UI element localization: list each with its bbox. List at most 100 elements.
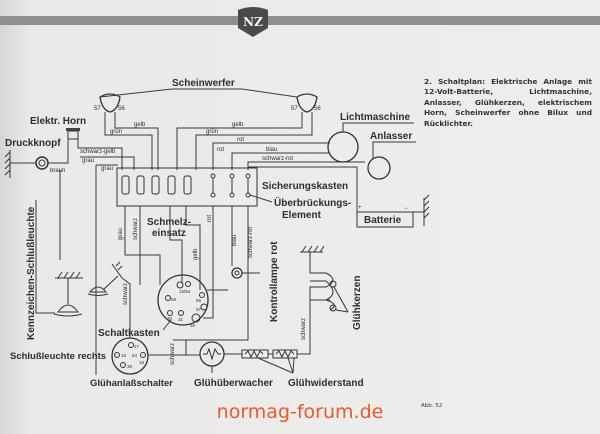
wire-gelb-lower bbox=[185, 206, 201, 290]
glow-monitor-icon bbox=[199, 341, 225, 373]
wire-gruen-right bbox=[195, 112, 313, 170]
wire-blau bbox=[231, 152, 330, 170]
starter-icon bbox=[367, 156, 391, 180]
plate-lamp-icon bbox=[53, 271, 83, 317]
wire-label-gruen: grün bbox=[110, 129, 122, 135]
caption-heading: 2. Schaltplan: bbox=[424, 77, 486, 86]
label-sicherungskasten: Sicherungskasten bbox=[262, 181, 348, 192]
wire-label-schwarz-rot: schwarz-rot bbox=[262, 156, 293, 162]
wire-label-schwarz-glow: schwarz bbox=[170, 343, 176, 365]
fuses bbox=[121, 173, 251, 198]
svg-text:NZ: NZ bbox=[243, 15, 263, 29]
label-kennzeichen: Kennzeichen-Schlußleuchte bbox=[26, 206, 37, 340]
svg-text:56: 56 bbox=[196, 298, 202, 303]
wire-horn bbox=[10, 139, 123, 170]
wire-label-schwarz-v: schwarz bbox=[133, 218, 139, 240]
headlamp-right: 57 56 bbox=[291, 93, 321, 113]
wire-grau-top bbox=[80, 156, 135, 170]
leader-anlasser bbox=[372, 141, 416, 158]
nz-logo: NZ bbox=[238, 7, 268, 37]
label-ueberbrueckung-1: Überbrückungs- bbox=[274, 196, 351, 209]
label-horn: Elektr. Horn bbox=[30, 116, 86, 127]
ground-icon bbox=[4, 150, 11, 178]
leader-gluehwiderstand bbox=[257, 357, 295, 374]
svg-text:56: 56 bbox=[118, 106, 125, 112]
figure-caption: 2. Schaltplan: Elektrische Anlage mit 12… bbox=[424, 77, 592, 129]
wire-rot-lower bbox=[203, 206, 214, 319]
wire-label-blau-v: blau bbox=[232, 235, 238, 246]
leader-schaltkasten bbox=[162, 319, 172, 331]
switch-box: 15/54 58 56 57 30 31 30 bbox=[157, 274, 209, 328]
label-schaltkasten: Schaltkasten bbox=[98, 328, 160, 339]
wire-label-grau: grau bbox=[82, 158, 94, 164]
svg-text:30: 30 bbox=[167, 316, 173, 321]
svg-text:57: 57 bbox=[196, 307, 202, 312]
wire-label-gelb-v: gelb bbox=[193, 248, 199, 260]
wire-label-rot: rot bbox=[237, 137, 244, 143]
svg-text:31: 31 bbox=[178, 317, 184, 322]
wire-label-blau: blau bbox=[266, 147, 277, 153]
wire-label-schwarz-glow-2: schwarz bbox=[301, 318, 307, 340]
headlamp-left: 57 56 bbox=[94, 93, 125, 113]
wire-label-rot-v: rot bbox=[207, 215, 213, 222]
leader-kennzeichen bbox=[35, 200, 55, 314]
wire-label-grau-2: grau bbox=[101, 166, 113, 172]
wire-label-rot-2: rot bbox=[217, 147, 224, 153]
wire-label-gelb-2: gelb bbox=[232, 122, 244, 128]
wire-schwarz-rot-lower bbox=[185, 206, 249, 353]
label-lichtmaschine: Lichtmaschine bbox=[340, 112, 410, 123]
svg-text:57: 57 bbox=[94, 106, 101, 112]
wire-gelb-left bbox=[114, 112, 159, 170]
leader-ueberbrueckung bbox=[249, 194, 273, 203]
wire-gruen-left bbox=[104, 112, 153, 170]
label-anlasser: Anlasser bbox=[370, 131, 412, 142]
svg-text:30: 30 bbox=[190, 323, 196, 328]
wire-schmelz bbox=[169, 206, 183, 283]
scheinwerfer-leader bbox=[99, 88, 298, 98]
svg-text:56: 56 bbox=[314, 106, 321, 112]
svg-text:15/54: 15/54 bbox=[179, 289, 191, 294]
wire-label-gruen-2: grün bbox=[206, 129, 218, 135]
label-schmelz-1: Schmelz- bbox=[147, 217, 191, 228]
wire-schwarz-rot bbox=[247, 161, 365, 170]
wire-label-gelb: gelb bbox=[134, 122, 146, 128]
svg-text:57: 57 bbox=[291, 106, 298, 112]
generator-icon bbox=[327, 131, 359, 163]
label-gluehanlass: Glühanlaßschalter bbox=[90, 378, 173, 389]
fuse-box bbox=[116, 167, 258, 207]
svg-text:30: 30 bbox=[127, 364, 133, 369]
wire-grau-left bbox=[59, 165, 97, 375]
tail-lamp-icon bbox=[87, 261, 123, 296]
wire-label-schwarz-rot-v: schwarz-rot bbox=[248, 227, 254, 258]
wire-label-braun: braun bbox=[50, 168, 65, 174]
warning-lamp-icon bbox=[231, 267, 243, 279]
wire-gelb-right bbox=[176, 112, 303, 170]
ground-icon bbox=[423, 194, 430, 226]
header-band bbox=[0, 16, 600, 25]
glow-resistor-icon bbox=[241, 349, 298, 359]
wire-label-schwarz-gelb: schwarz-gelb bbox=[80, 149, 116, 155]
wire-rot bbox=[212, 142, 330, 170]
label-druckknopf: Druckknopf bbox=[5, 138, 61, 149]
svg-text:54: 54 bbox=[132, 353, 138, 358]
figure-number: Abb. 52 bbox=[421, 403, 443, 409]
svg-text:15: 15 bbox=[121, 353, 127, 358]
label-schmelz-2: einsatz bbox=[152, 228, 186, 239]
wire-label-grau-v: grau bbox=[118, 228, 124, 240]
wire-schwarz-tail bbox=[121, 277, 131, 338]
battery-plus: + bbox=[358, 205, 362, 211]
caption-text: Elektrische Anlage mit 12-Volt-Batterie,… bbox=[424, 77, 592, 128]
watermark: normag-forum.de bbox=[216, 401, 384, 423]
battery-minus: − bbox=[404, 206, 408, 212]
label-gluehwiderstand: Glühwiderstand bbox=[288, 378, 364, 389]
label-batterie: Batterie bbox=[364, 215, 402, 226]
svg-text:58: 58 bbox=[171, 297, 177, 302]
pushbutton-icon bbox=[35, 156, 49, 170]
label-kontrollampe: Kontrollampe rot bbox=[269, 241, 280, 322]
label-ueberbrueckung-2: Element bbox=[282, 210, 322, 221]
svg-text:19: 19 bbox=[139, 360, 145, 365]
label-gluehueberwacher: Glühüberwacher bbox=[194, 378, 273, 389]
wire-battery-plus bbox=[248, 166, 358, 213]
label-gluehkerzen: Glühkerzen bbox=[352, 276, 363, 330]
